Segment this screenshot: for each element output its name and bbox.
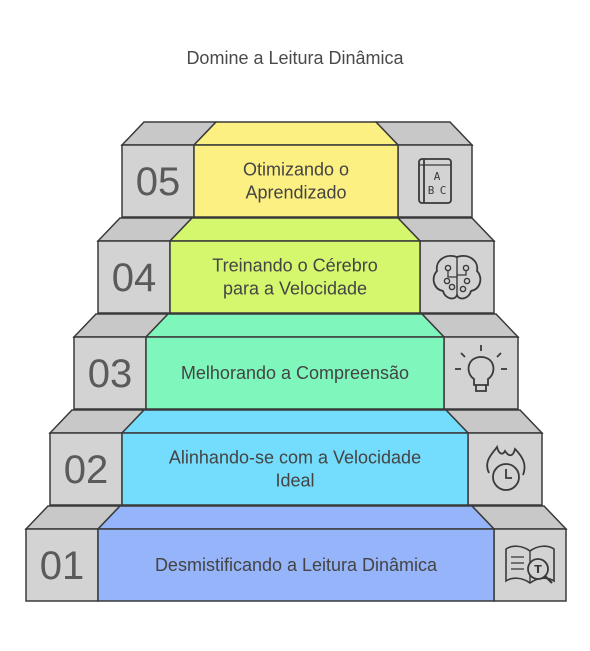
left-block-front <box>25 528 99 602</box>
step-label-line: para a Velocidade <box>223 279 367 299</box>
lightbulb-icon <box>455 345 507 392</box>
step-number: 02 <box>64 448 109 492</box>
step-front <box>121 432 469 506</box>
svg-text:A: A <box>434 170 441 183</box>
step-label-line: Treinando o Cérebro <box>212 256 377 276</box>
svg-text:T: T <box>534 563 542 576</box>
diagram-title: Domine a Leitura Dinâmica <box>186 48 404 68</box>
svg-text:C: C <box>440 184 447 197</box>
step-tread <box>96 505 496 530</box>
step-front <box>97 528 495 602</box>
step-label-line: Melhorando a Compreensão <box>181 363 409 383</box>
step-label-line: Aprendizado <box>245 183 346 203</box>
step-tread <box>120 409 470 434</box>
step-label-line: Alinhando-se com a Velocidade <box>169 448 421 468</box>
step-tread <box>144 313 446 338</box>
fire-clock-icon <box>486 444 526 491</box>
step-tread <box>168 217 422 242</box>
step-03: 03 Melhorando a Compreensão <box>72 313 520 410</box>
step-front <box>145 336 445 410</box>
step-front <box>169 240 421 314</box>
right-block-front <box>467 432 543 506</box>
step-01: 01 Desmistificando a Leitura Dinâmica T <box>24 505 568 602</box>
step-number: 03 <box>88 352 133 396</box>
step-number: 01 <box>40 544 85 588</box>
step-label-line: Otimizando o <box>243 160 349 180</box>
brain-circuit-icon <box>432 255 482 300</box>
step-label-line: Ideal <box>275 471 314 491</box>
reading-search-icon: T <box>505 545 555 584</box>
right-block-front <box>397 144 473 218</box>
step-number: 04 <box>112 256 157 300</box>
step-tread <box>192 121 400 146</box>
left-block-front <box>121 144 195 218</box>
svg-text:B: B <box>428 184 435 197</box>
step-front <box>193 144 399 218</box>
step-label-line: Desmistificando a Leitura Dinâmica <box>155 555 438 575</box>
left-block-front <box>49 432 123 506</box>
step-number: 05 <box>136 160 181 204</box>
step-04: 04 Treinando o Cérebro para a Velocidade <box>96 217 496 314</box>
left-block-front <box>73 336 147 410</box>
